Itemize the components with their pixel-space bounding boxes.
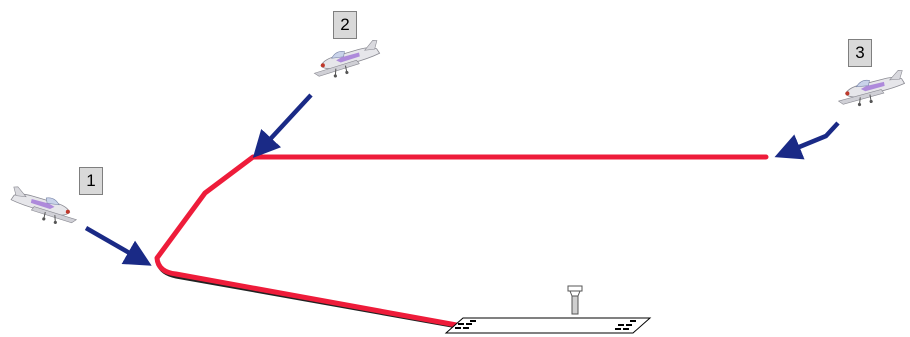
flight-path	[154, 154, 769, 329]
runway-icon	[444, 317, 652, 334]
arrow-icon	[84, 226, 152, 266]
airplane-icon	[309, 39, 384, 83]
position-2-label: 2	[333, 11, 357, 39]
control-tower-icon	[567, 285, 583, 315]
arrow-icon	[252, 93, 313, 158]
airplane-icon	[7, 185, 82, 229]
airplane-icon	[834, 69, 908, 111]
position-3-label: 3	[848, 39, 872, 67]
arrow-icon	[774, 121, 840, 160]
position-1-label: 1	[79, 167, 103, 195]
